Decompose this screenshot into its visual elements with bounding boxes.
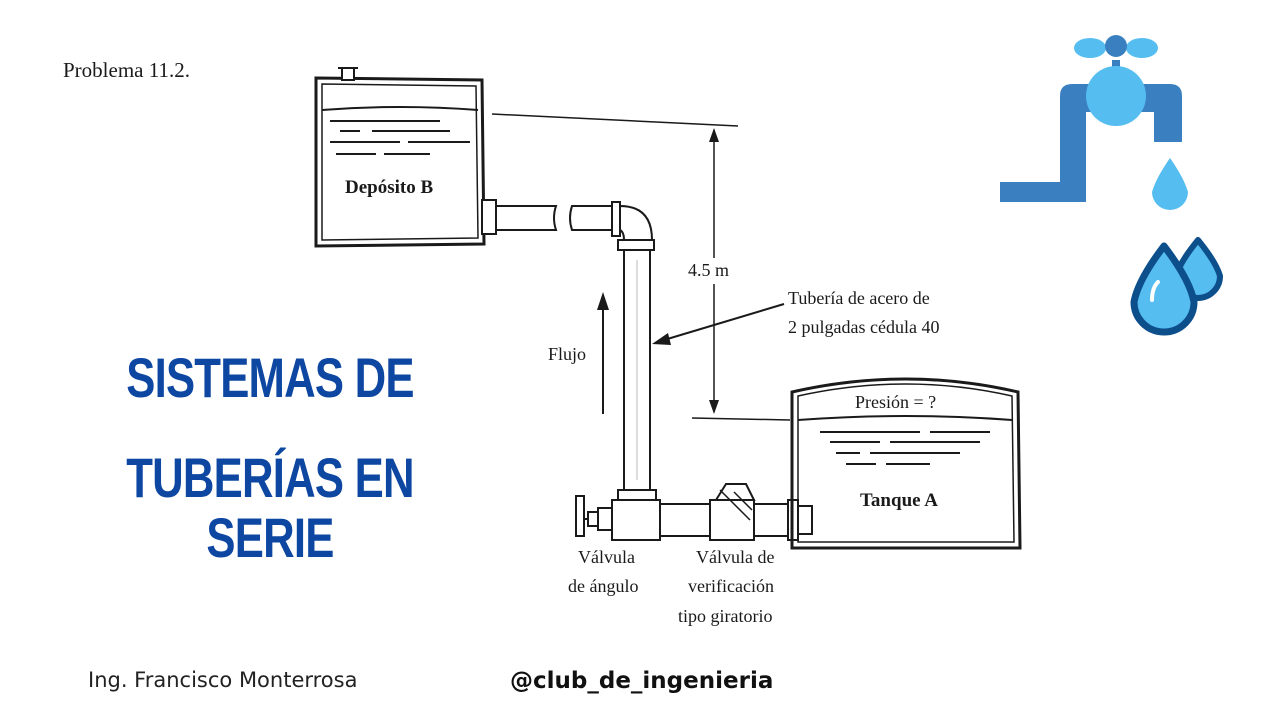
valve-check-label-3: tipo giratorio: [678, 606, 772, 626]
pipe-annotation-arrow: [652, 303, 785, 345]
faucet-icon: [1000, 35, 1182, 202]
water-drops-icon: [1130, 237, 1223, 336]
pipe-label-line2: 2 pulgadas cédula 40: [788, 317, 939, 337]
problem-label: Problema 11.2.: [63, 58, 190, 82]
author-name: Ing. Francisco Monterrosa: [88, 668, 358, 692]
title-line-2: TUBERÍAS EN SERIE: [126, 446, 414, 569]
pipe-label-line1: Tubería de acero de: [788, 288, 930, 308]
deposit-b: [314, 67, 486, 248]
angle-valve: [575, 489, 661, 541]
tank-a: [790, 377, 1022, 550]
water-drop-icon: [1152, 158, 1188, 210]
elbow-fitting: [611, 201, 655, 251]
tank-label: Tanque A: [860, 490, 938, 511]
valve-angle-label-2: de ángulo: [568, 576, 638, 596]
title-line-1: SISTEMAS DE: [126, 346, 414, 409]
valve-angle-label-1: Válvula: [578, 547, 635, 567]
flow-arrow: [597, 292, 609, 414]
pressure-label: Presión = ?: [855, 392, 936, 412]
height-label: 4.5 m: [688, 260, 729, 280]
vertical-pipe: [623, 249, 651, 491]
flow-label: Flujo: [548, 344, 586, 364]
social-handle: @club_de_ingenieria: [510, 668, 774, 694]
valve-check-label-2: verificación: [688, 576, 774, 596]
outlet-pipe: [481, 199, 613, 235]
deposit-label: Depósito B: [345, 177, 433, 198]
check-valve: [709, 483, 756, 541]
valve-check-label-1: Válvula de: [696, 547, 774, 567]
